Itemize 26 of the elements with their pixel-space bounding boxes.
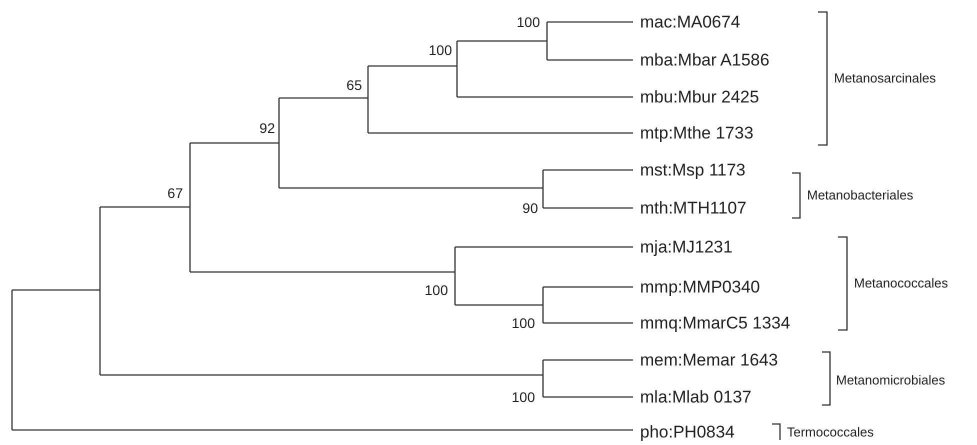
taxon-label: mbu:Mbur 2425	[640, 88, 760, 106]
taxon-label: pho:PH0834	[640, 424, 735, 440]
bootstrap-value: 100	[512, 316, 535, 330]
bootstrap-value: 100	[516, 15, 540, 29]
bootstrap-value: 100	[512, 390, 535, 404]
bootstrap-value: 92	[259, 121, 275, 135]
bootstrap-value: 67	[167, 186, 183, 200]
bootstrap-value: 100	[424, 283, 448, 297]
taxon-label: mst:Msp 1173	[640, 162, 746, 178]
bootstrap-value: 65	[346, 78, 362, 92]
clade-label: Metanobacteriales	[807, 188, 914, 202]
taxon-label: mla:Mlab 0137	[640, 388, 752, 406]
clade-label: Metanococcales	[854, 276, 948, 290]
taxon-label: mmq:MmarC5 1334	[640, 314, 790, 332]
bootstrap-value: 100	[428, 43, 452, 57]
clade-label: Termococcales	[787, 426, 874, 438]
bootstrap-value: 90	[522, 201, 538, 215]
taxon-label: mth:MTH1107	[640, 200, 746, 216]
taxon-label: mtp:Mthe 1733	[640, 124, 754, 142]
taxon-label: mmp:MMP0340	[640, 278, 760, 296]
taxon-label: mac:MA0674	[640, 14, 740, 30]
clade-label: Metanosarcinales	[834, 72, 936, 84]
taxon-label: mba:Mbar A1586	[640, 52, 770, 68]
clade-label: Metanomicrobiales	[836, 374, 946, 386]
taxon-label: mem:Memar 1643	[640, 352, 778, 368]
taxon-label: mja:MJ1231	[640, 238, 733, 256]
